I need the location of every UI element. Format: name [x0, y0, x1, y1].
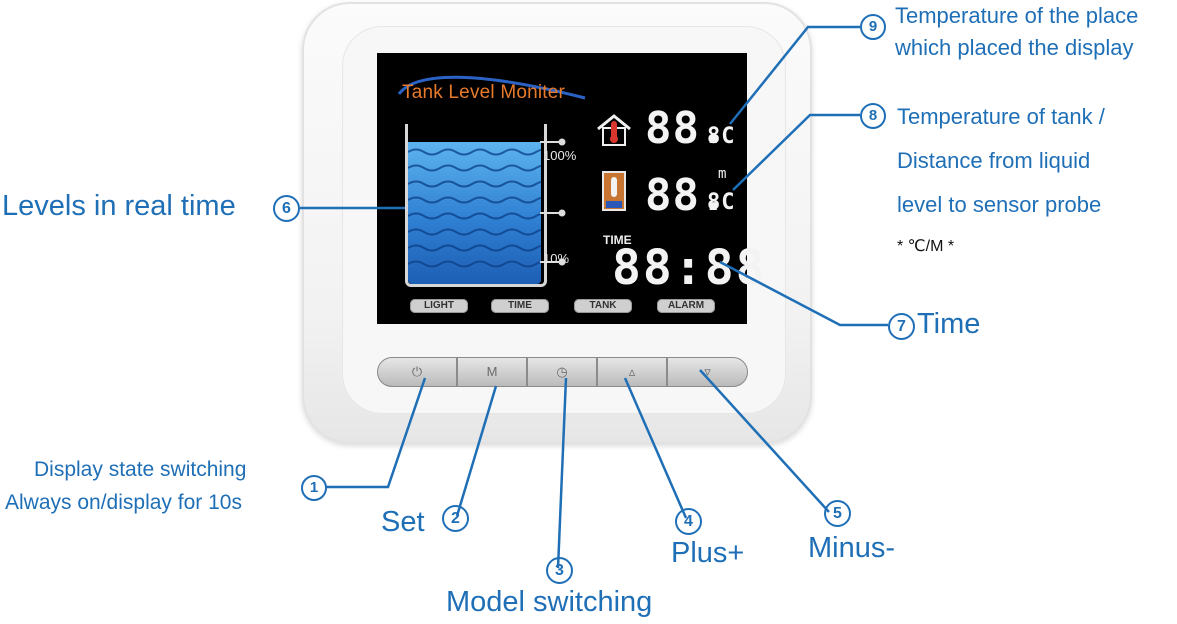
callout-3-text: Model switching [446, 586, 653, 618]
wave-pattern [408, 148, 541, 268]
power-button[interactable]: ⏻ [377, 357, 457, 387]
clock-icon: ◷ [556, 364, 568, 379]
callout-1-badge: 1 [301, 475, 327, 501]
callout-6-text: Levels in real time [2, 190, 236, 222]
time-label: TIME [603, 233, 632, 247]
callout-8-badge: 8 [860, 103, 886, 129]
callout-7-badge: 7 [888, 313, 915, 340]
tank-temp-unit: 8C [707, 190, 736, 215]
level-high-label: 100% [543, 148, 577, 163]
tag-tank: TANK [574, 299, 632, 313]
callout-5-badge: 5 [824, 500, 851, 527]
power-icon: ⏻ [411, 364, 423, 379]
callout-6-badge: 6 [273, 195, 300, 222]
callout-8-unit: * ℃/M * [897, 238, 955, 255]
tank-thermometer-icon [602, 171, 626, 211]
callout-4-badge: 4 [675, 508, 702, 535]
down-triangle-icon: ▿ [704, 364, 711, 379]
callout-8-line3: level to sensor probe [897, 192, 1102, 217]
place-temp-display: 88. [645, 103, 728, 154]
clock-button[interactable]: ◷ [527, 357, 597, 387]
callout-7-text: Time [917, 308, 981, 340]
mode-button[interactable]: M [457, 357, 527, 387]
place-temp-unit: 8C [707, 124, 736, 149]
callout-1-line1: Display state switching [34, 458, 247, 481]
callout-5-text: Minus- [808, 532, 896, 564]
tag-time: TIME [491, 299, 549, 313]
callout-3-badge: 3 [546, 557, 573, 584]
callout-4-text: Plus+ [671, 537, 745, 569]
callout-8-line1: Temperature of tank / [897, 104, 1105, 129]
minus-button[interactable]: ▿ [667, 357, 748, 387]
level-markers [540, 138, 566, 266]
tank-unit-m: m [718, 166, 728, 182]
callout-1-line2: Always on/display for 10s [5, 491, 242, 514]
brand-title: Tank Level Moniter [402, 82, 566, 103]
callout-9-badge: 9 [860, 14, 886, 40]
callout-8-line2: Distance from liquid [897, 148, 1091, 173]
callout-2-text: Set [381, 506, 425, 538]
plus-button[interactable]: ▵ [597, 357, 667, 387]
callout-9-line1: Temperature of the place [895, 3, 1139, 28]
time-display: 88:88 [612, 240, 767, 296]
callout-2-badge: 2 [442, 505, 469, 532]
brand-swoosh [397, 75, 586, 100]
tank-outline [405, 124, 547, 287]
tank-temp-display: 88. [645, 170, 728, 221]
m-icon: M [486, 364, 498, 379]
tag-light: LIGHT [410, 299, 468, 313]
callout-9-line2: which placed the display [895, 35, 1134, 60]
water-level [408, 142, 541, 284]
house-thermometer-icon [597, 114, 631, 146]
level-low-label: 10% [543, 251, 570, 266]
tag-alarm: ALARM [657, 299, 715, 313]
up-triangle-icon: ▵ [628, 364, 636, 379]
